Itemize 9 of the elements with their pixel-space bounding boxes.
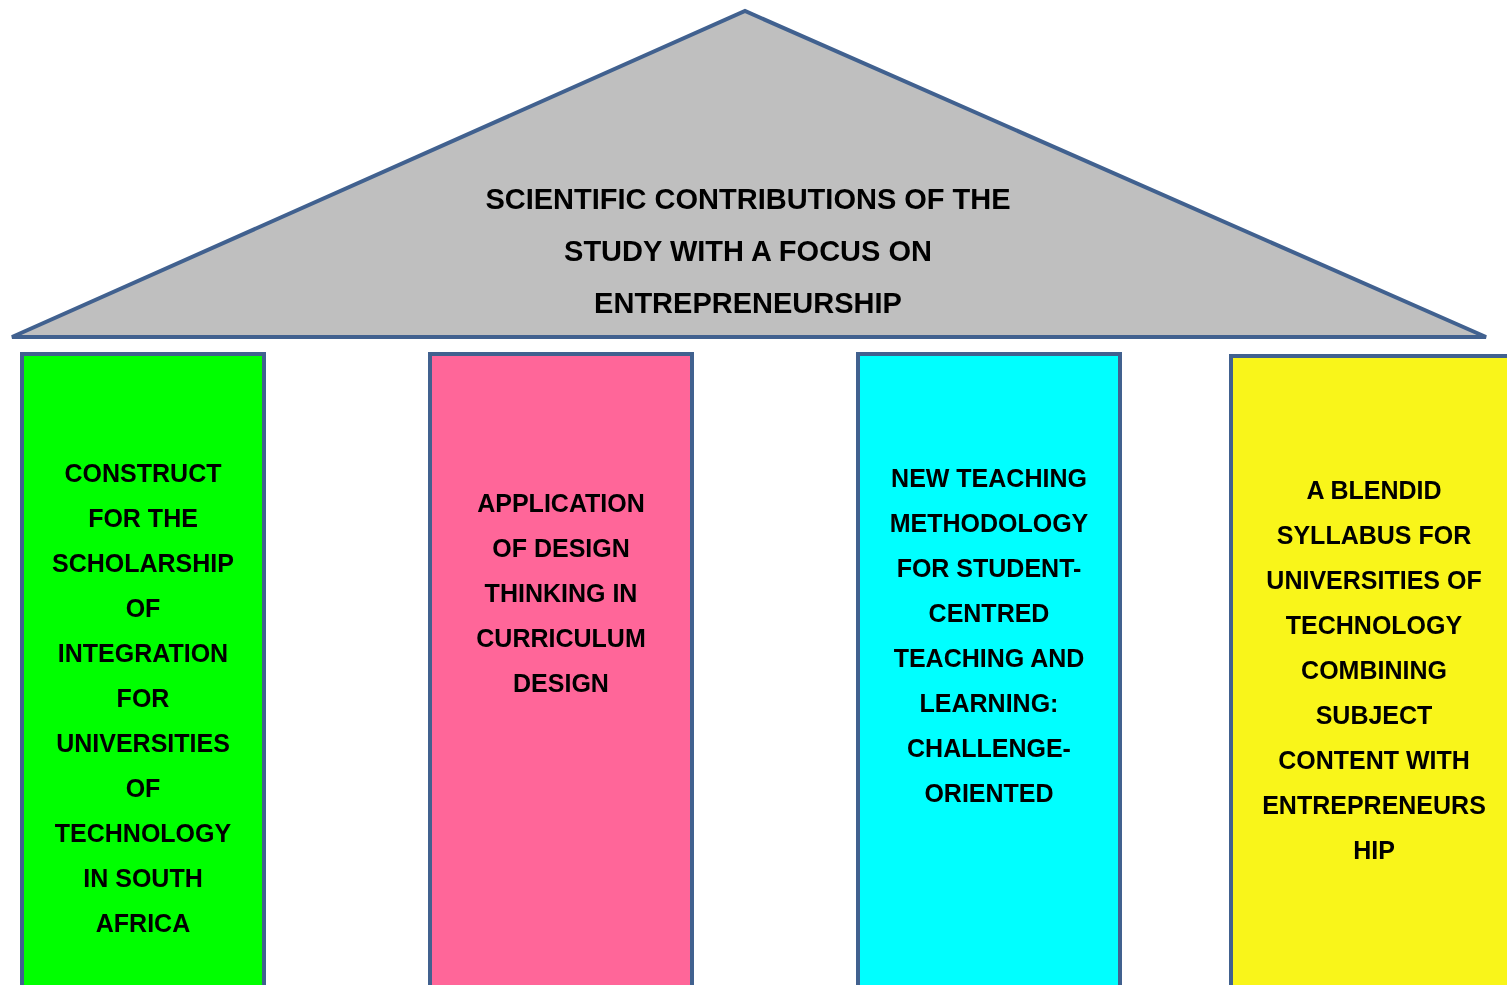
pillar-box — [428, 352, 694, 985]
pillar-box — [856, 352, 1122, 985]
roof-title: SCIENTIFIC CONTRIBUTIONS OF THE STUDY WITH A FOCUS ON ENTREPRENEURSHIP — [484, 182, 1012, 321]
pillar-text: CONSTRUCT FOR THE SCHOLARSHIP OF INTEGRATION FOR UNIVERSITIES OF TECHNOLOGY IN SOUTH AFRICA — [51, 458, 235, 939]
pillar-box — [20, 352, 266, 985]
pillar-text: NEW TEACHING METHODOLOGY FOR STUDENT-CENTRED TEACHING AND LEARNING: CHALLENGE-ORIENTED — [888, 463, 1090, 809]
pillar-text: APPLICATION OF DESIGN THINKING IN CURRICULUM DESIGN — [475, 488, 647, 699]
pillar-box — [1229, 354, 1507, 985]
pillar-text: A BLENDID SYLLABUS FOR UNIVERSITIES OF TECHNOLOGY COMBINING SUBJECT CONTENT WITH ENTREPRENEURSHIP — [1261, 475, 1487, 866]
